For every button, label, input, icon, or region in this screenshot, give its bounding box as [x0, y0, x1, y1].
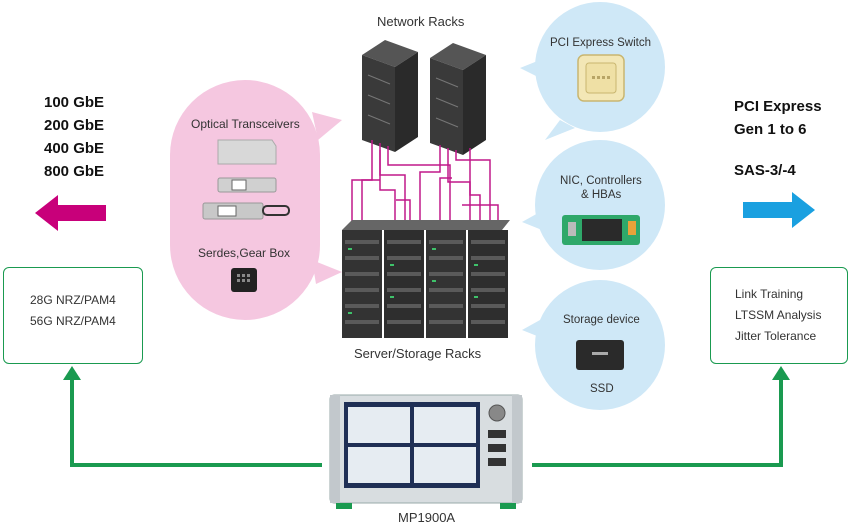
nic-label-line2: & HBAs: [581, 189, 622, 201]
pcie-title: PCI Express Gen 1 to 6: [734, 95, 822, 141]
network-racks-label: Network Racks: [377, 14, 465, 29]
network-rack-right: [430, 43, 486, 155]
optical-transceiver-icons: [202, 139, 290, 220]
mp1900a-instrument: [329, 394, 523, 509]
server-storage-racks-label: Server/Storage Racks: [354, 346, 482, 361]
speed-200gbe: 200 GbE: [44, 117, 105, 134]
network-rack-left: [362, 40, 418, 152]
ssd-icon: [576, 340, 624, 370]
serdes-gearbox-label: Serdes,Gear Box: [198, 246, 291, 260]
sas-label: SAS-3/-4: [734, 162, 796, 179]
speed-400gbe: 400 GbE: [44, 140, 105, 157]
optical-transceivers-label: Optical Transceivers: [191, 117, 300, 131]
ethernet-spec-box: 28G NRZ/PAM4 56G NRZ/PAM4: [3, 267, 143, 364]
ssd-label: SSD: [590, 383, 614, 395]
pcie-arrow: [743, 192, 815, 228]
storage-device-label: Storage device: [563, 314, 640, 326]
ethernet-speed-list: 100 GbE 200 GbE 400 GbE 800 GbE: [44, 91, 104, 183]
connector-arrows: [70, 378, 783, 467]
server-storage-racks: [342, 220, 510, 338]
spec-line-jitter: Jitter Tolerance: [735, 329, 817, 343]
ethernet-arrow: [35, 195, 106, 231]
speed-100gbe: 100 GbE: [44, 94, 105, 111]
pcie-title-line2: Gen 1 to 6: [734, 121, 807, 138]
spec-line-ltssm: LTSSM Analysis: [735, 308, 822, 322]
serdes-chip-icon: [231, 268, 257, 292]
spec-line-link-training: Link Training: [735, 287, 804, 301]
spec-line-28g: 28G NRZ/PAM4: [30, 293, 116, 307]
pcie-spec-box: Link Training LTSSM Analysis Jitter Tole…: [710, 267, 848, 364]
speed-800gbe: 800 GbE: [44, 163, 105, 180]
spec-line-56g: 56G NRZ/PAM4: [30, 314, 116, 328]
nic-card-icon: [562, 215, 640, 245]
mp1900a-label: MP1900A: [398, 510, 456, 525]
rack-cabling: [351, 140, 499, 240]
pcie-title-line1: PCI Express: [734, 98, 822, 115]
nic-label-line1: NIC, Controllers: [560, 175, 642, 187]
pci-switch-chip-icon: [577, 54, 625, 102]
nic-bubble: [535, 140, 665, 270]
pci-switch-label: PCI Express Switch: [550, 37, 651, 49]
